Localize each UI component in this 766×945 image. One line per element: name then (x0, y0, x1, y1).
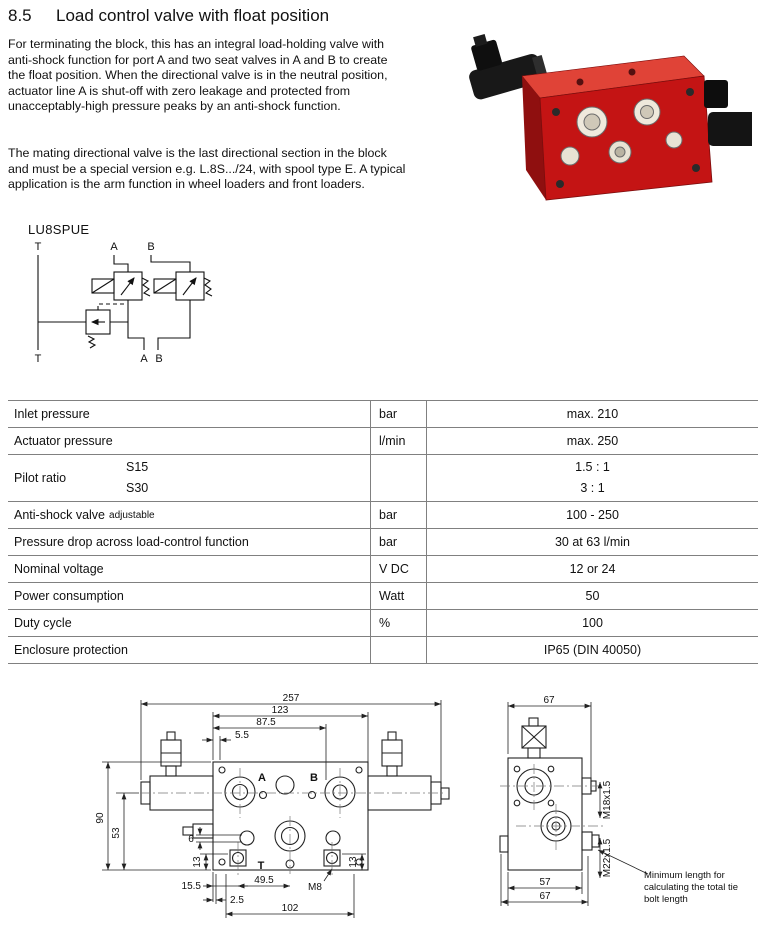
dim-257-label: 257 (283, 693, 300, 704)
value-cell: 100 - 250 (426, 502, 758, 528)
unit-cell: bar (370, 529, 426, 555)
dim-2-5-label: 2.5 (230, 895, 244, 906)
unit-cell: bar (370, 401, 426, 427)
table-row: Actuator pressure l/min max. 250 (8, 428, 758, 455)
pilot-ratio-variants: S15 S30 (126, 457, 148, 499)
param-cell: Duty cycle (14, 616, 72, 630)
value-cell: IP65 (DIN 40050) (426, 637, 758, 663)
unit-cell: V DC (370, 556, 426, 582)
unit-cell: bar (370, 502, 426, 528)
anti-shock-adjustable-note: adjustable (109, 509, 155, 521)
section-number: 8.5 (8, 6, 32, 25)
pilot-ratio-value-s15: 1.5 : 1 (575, 460, 610, 474)
dim-57-label: 57 (539, 877, 551, 888)
dim-90-label: 90 (95, 812, 106, 824)
param-cell: Power consumption (14, 589, 124, 603)
pilot-ratio-label: Pilot ratio (14, 471, 67, 485)
page-title: 8.5 Load control valve with float positi… (8, 6, 329, 26)
unit-cell: l/min (370, 428, 426, 454)
dim-49-5-label: 49.5 (254, 875, 274, 886)
dim-67-bottom-label: 67 (539, 891, 551, 902)
front-centerlines (140, 768, 444, 878)
param-cell: Inlet pressure (14, 407, 90, 421)
value-cell: 50 (426, 583, 758, 609)
thread-m18-label: M18x1.5 (602, 780, 613, 819)
param-cell: Actuator pressure (14, 434, 113, 448)
table-row: Pressure drop across load-control functi… (8, 529, 758, 556)
dim-15-5-label: 15.5 (182, 881, 202, 892)
schematic-port-b-top: B (147, 241, 154, 253)
photo-ports (552, 88, 700, 188)
param-cell: Pressure drop across load-control functi… (14, 535, 249, 549)
param-cell: Anti-shock valve adjustable (8, 502, 370, 528)
port-a-label: A (258, 772, 266, 784)
dim-6-label: 6 (188, 834, 194, 845)
spec-table: Inlet pressure bar max. 210 Actuator pre… (8, 400, 758, 664)
table-row: Duty cycle % 100 (8, 610, 758, 637)
intro-paragraph-1: For terminating the block, this has an i… (8, 37, 388, 114)
dim-67-top-label: 67 (543, 695, 555, 706)
table-row: Power consumption Watt 50 (8, 583, 758, 610)
table-row: Nominal voltage V DC 12 or 24 (8, 556, 758, 583)
pilot-variant-s30: S30 (126, 481, 149, 495)
table-row: Enclosure protection IP65 (DIN 40050) (8, 637, 758, 664)
hydraulic-schematic: T A B T A B (35, 241, 213, 365)
port-t-label: T (258, 860, 265, 872)
value-cell: 30 at 63 l/min (426, 529, 758, 555)
schematic-port-a-bottom: A (140, 353, 148, 365)
side-centerlines (500, 764, 604, 850)
front-view: 257 123 87.5 5.5 90 53 6 13 13 15.5 49.5… (95, 693, 450, 918)
param-cell: Enclosure protection (14, 643, 128, 657)
table-row: Anti-shock valve adjustable bar 100 - 25… (8, 502, 758, 529)
intro-paragraph-2: The mating directional valve is the last… (8, 146, 406, 192)
schematic-port-a-top: A (110, 241, 118, 253)
param-cell: Nominal voltage (14, 562, 104, 576)
value-cell: 100 (426, 610, 758, 636)
value-cell: 1.5 : 1 3 : 1 (426, 455, 758, 501)
photo-valve-block (521, 55, 713, 201)
section-title: Load control valve with float position (56, 6, 330, 25)
side-view: 67 57 67 M18x1.5 M22x1.5 (499, 695, 649, 906)
photo-right-solenoid (704, 80, 752, 146)
dim-5-5-label: 5.5 (235, 730, 249, 741)
side-dimension-lines (500, 702, 649, 906)
schematic-port-t-top: T (35, 241, 42, 253)
schematic-port-t-bottom: T (35, 353, 42, 365)
pilot-variant-s15: S15 (126, 460, 149, 474)
param-cell: Pilot ratio S15 S30 (8, 455, 370, 501)
schematic-model-label: LU8SPUE (28, 222, 90, 237)
thread-m8-label: M8 (308, 882, 322, 893)
value-cell: max. 210 (426, 401, 758, 427)
product-photo (469, 33, 752, 201)
unit-cell (370, 637, 426, 663)
value-cell: 12 or 24 (426, 556, 758, 582)
schematic-lines (37, 255, 213, 350)
dim-13-right-label: 13 (348, 856, 359, 868)
dimension-drawing: 257 123 87.5 5.5 90 53 6 13 13 15.5 49.5… (95, 693, 649, 918)
value-cell: max. 250 (426, 428, 758, 454)
dim-13-left-label: 13 (192, 856, 203, 868)
tie-bolt-note: Minimum length for calculating the total… (644, 870, 739, 905)
dim-123-label: 123 (272, 705, 289, 716)
unit-cell (370, 455, 426, 501)
dim-87-5-label: 87.5 (256, 717, 276, 728)
table-row: Inlet pressure bar max. 210 (8, 401, 758, 428)
front-dimension-lines (102, 700, 442, 918)
thread-m22-label: M22x1.5 (602, 838, 613, 877)
table-row-pilot-ratio: Pilot ratio S15 S30 1.5 : 1 3 : 1 (8, 455, 758, 502)
dim-53-label: 53 (111, 827, 122, 839)
pilot-ratio-value-s30: 3 : 1 (580, 481, 605, 495)
unit-cell: % (370, 610, 426, 636)
dim-102-label: 102 (282, 903, 299, 914)
port-b-label: B (310, 772, 318, 784)
photo-left-solenoid (469, 33, 548, 100)
unit-cell: Watt (370, 583, 426, 609)
schematic-port-b-bottom: B (155, 353, 162, 365)
anti-shock-label: Anti-shock valve (14, 508, 106, 522)
